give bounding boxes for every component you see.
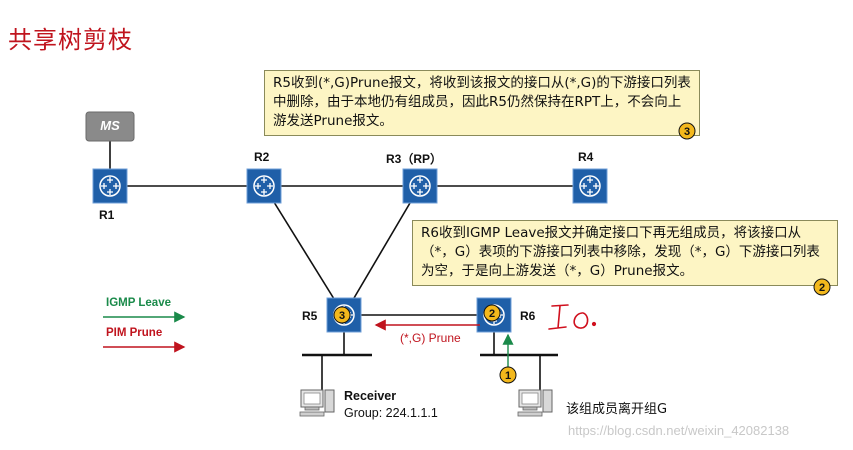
- leaving-member-label: 该组成员离开组G: [566, 402, 668, 417]
- watermark: https://blog.csdn.net/weixin_42082138: [568, 423, 790, 438]
- step-badge-2-r6: 2: [483, 304, 501, 322]
- svg-text:3: 3: [684, 126, 690, 138]
- link-r3-r5: [343, 185, 421, 316]
- r2-label: R2: [254, 150, 270, 164]
- r4-label: R4: [578, 150, 594, 164]
- router-r3-icon: [402, 168, 438, 204]
- router-r1-icon: [92, 168, 128, 204]
- r6-label: R6: [520, 309, 536, 323]
- router-r2-icon: [246, 168, 282, 204]
- note-step-2: R6收到IGMP Leave报文并确定接口下再无组成员，将该接口从（*，G）表项…: [412, 220, 838, 286]
- note-step-3-text: R5收到(*,G)Prune报文，将收到该报文的接口从(*,G)的下游接口列表中…: [273, 75, 691, 129]
- svg-text:3: 3: [339, 310, 345, 322]
- note-3-badge: 3: [678, 122, 696, 140]
- legend-igmp-leave: IGMP Leave: [106, 297, 171, 309]
- r1-label: R1: [99, 208, 115, 222]
- note-2-badge: 2: [813, 278, 831, 296]
- ms-label: MS: [100, 118, 120, 133]
- link-r2-r5: [263, 185, 345, 316]
- receiver-title: Receiver: [344, 389, 397, 403]
- step-badge-1-text: 1: [505, 370, 511, 382]
- ms-server-icon: [85, 111, 135, 142]
- svg-text:2: 2: [489, 308, 495, 320]
- step-badge-3-r5: 3: [333, 306, 351, 324]
- r3-label: R3（RP）: [386, 152, 443, 166]
- receiver-pc-icon: [299, 389, 335, 417]
- handwriting-annotation: [548, 304, 597, 330]
- leaving-member-pc-icon: [517, 389, 553, 417]
- receiver-group: Group: 224.1.1.1: [344, 406, 438, 420]
- note-step-3: R5收到(*,G)Prune报文，将收到该报文的接口从(*,G)的下游接口列表中…: [264, 70, 700, 136]
- note-step-2-text: R6收到IGMP Leave报文并确定接口下再无组成员，将该接口从（*，G）表项…: [421, 225, 820, 279]
- router-r4-icon: [572, 168, 608, 204]
- r5-label: R5: [302, 309, 318, 323]
- legend-pim-prune: PIM Prune: [106, 327, 163, 339]
- svg-text:2: 2: [819, 282, 825, 294]
- prune-message-label: (*,G) Prune: [400, 331, 461, 345]
- step-badge-1: 1: [499, 366, 517, 384]
- page-title: 共享树剪枝: [8, 26, 133, 54]
